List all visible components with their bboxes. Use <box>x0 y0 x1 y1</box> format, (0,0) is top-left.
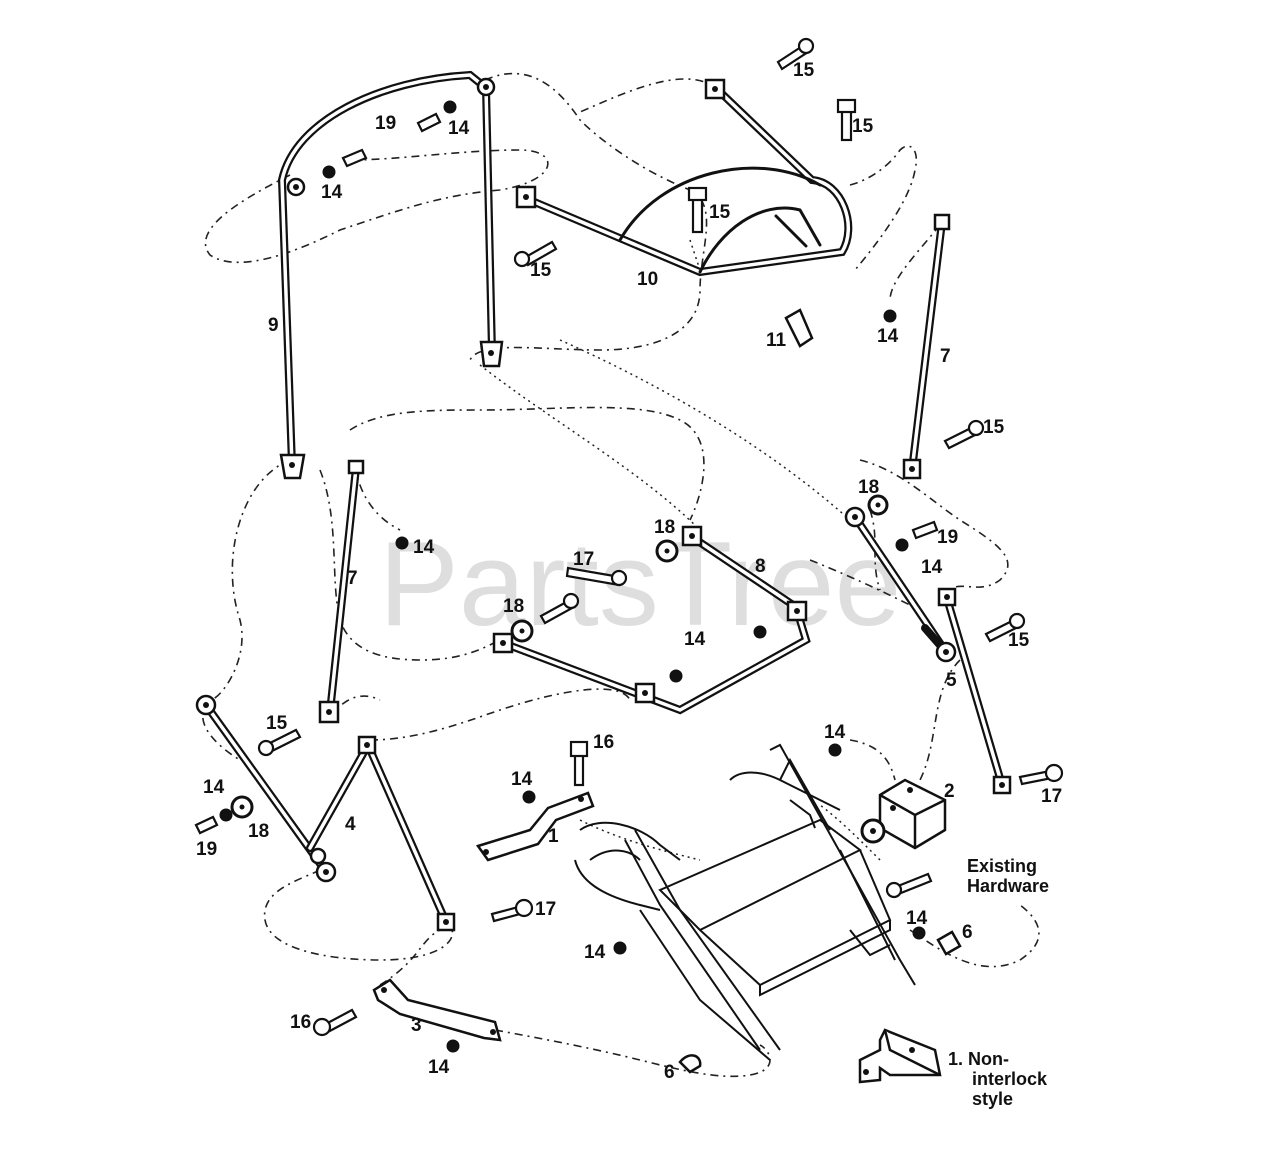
callout-2: 2 <box>944 781 955 802</box>
part-2-bracket <box>878 778 947 850</box>
callout-8: 8 <box>755 556 766 577</box>
callout-15: 15 <box>1008 630 1030 651</box>
bolt-existing <box>885 872 933 899</box>
note-existing-line2: Hardware <box>967 876 1049 896</box>
callout-17: 17 <box>573 549 594 570</box>
note-noninterlock-line1: 1. Non- <box>948 1049 1009 1069</box>
callout-14: 14 <box>824 722 846 743</box>
callout-15: 15 <box>793 60 815 81</box>
part-1-bracket <box>475 791 595 862</box>
callout-1: 1 <box>548 826 559 847</box>
bolt-18-bolt <box>539 592 580 625</box>
callout-17: 17 <box>1041 786 1062 807</box>
callout-14: 14 <box>511 769 533 790</box>
part-5-linkage <box>844 506 1012 795</box>
part-7-strut-left <box>318 459 365 724</box>
callout-14: 14 <box>906 908 928 929</box>
part-10-seat-frame <box>515 78 853 277</box>
callout-14: 14 <box>448 118 470 139</box>
callout-18: 18 <box>654 517 675 538</box>
bolt-15-right-upper <box>943 419 985 450</box>
hardware-pins-clips <box>194 112 962 1074</box>
callout-7: 7 <box>940 346 951 367</box>
callout-15: 15 <box>983 417 1005 438</box>
hardware-nuts <box>219 100 926 1053</box>
part-1-non-interlock-bracket <box>858 1028 942 1084</box>
part-9-hoop-frame <box>277 70 504 480</box>
callout-16: 16 <box>290 1012 311 1033</box>
callout-18: 18 <box>248 821 269 842</box>
part-3-bracket <box>372 978 502 1042</box>
bolt-17-left <box>490 898 534 923</box>
callout-14: 14 <box>684 629 706 650</box>
callout-15: 15 <box>709 202 731 223</box>
callout-6: 6 <box>664 1062 675 1083</box>
callout-18: 18 <box>858 477 879 498</box>
callout-19: 19 <box>196 839 217 860</box>
note-existing-hardware: Existing Hardware <box>967 856 1049 896</box>
bolt-16-lower <box>312 1008 358 1037</box>
bolt-15-vertical <box>836 98 857 142</box>
note-non-interlock: 1. Non- interlock style <box>948 1049 1048 1109</box>
note-noninterlock-line2: interlock <box>972 1069 1048 1089</box>
callout-11: 11 <box>766 330 787 351</box>
callout-5: 5 <box>946 670 957 691</box>
bolt-15-left-seat <box>513 240 558 268</box>
hardware-washers <box>230 494 889 844</box>
callout-14: 14 <box>203 777 225 798</box>
callout-19: 19 <box>375 113 396 134</box>
watermark: PartsTree <box>379 517 901 651</box>
callout-14: 14 <box>921 557 943 578</box>
callout-16: 16 <box>593 732 614 753</box>
callout-14: 14 <box>584 942 606 963</box>
callout-17: 17 <box>535 899 556 920</box>
mower-frame <box>574 743 916 1061</box>
callout-18: 18 <box>503 596 524 617</box>
callout-3: 3 <box>411 1015 422 1036</box>
callout-9: 9 <box>268 315 279 336</box>
note-existing-line1: Existing <box>967 856 1037 876</box>
callout-14: 14 <box>877 326 899 347</box>
bolt-15-left-low <box>257 728 302 757</box>
bolt-15-right-mid <box>984 612 1026 643</box>
callout-15: 15 <box>530 260 552 281</box>
bolt-15-seat <box>687 186 708 234</box>
hardware-bolts <box>257 37 1064 1037</box>
bolt-16-vertical <box>569 740 589 787</box>
callout-14: 14 <box>413 537 435 558</box>
dotted-guides <box>479 239 881 861</box>
part-4-linkage <box>195 694 456 932</box>
callout-15: 15 <box>852 116 874 137</box>
bolt-17-center <box>565 566 628 587</box>
bolt-15-top <box>776 37 815 71</box>
note-noninterlock-line3: style <box>972 1089 1013 1109</box>
part-7-strut-right <box>902 213 951 480</box>
callout-14: 14 <box>428 1057 450 1078</box>
callout-7: 7 <box>347 568 358 589</box>
part-8-base-frame <box>492 525 811 715</box>
callout-6: 6 <box>962 922 973 943</box>
callout-15: 15 <box>266 713 288 734</box>
callout-19: 19 <box>937 527 958 548</box>
callout-14: 14 <box>321 182 343 203</box>
bolt-17-right <box>1018 763 1064 786</box>
callout-4: 4 <box>345 814 356 835</box>
callout-10: 10 <box>637 269 658 290</box>
